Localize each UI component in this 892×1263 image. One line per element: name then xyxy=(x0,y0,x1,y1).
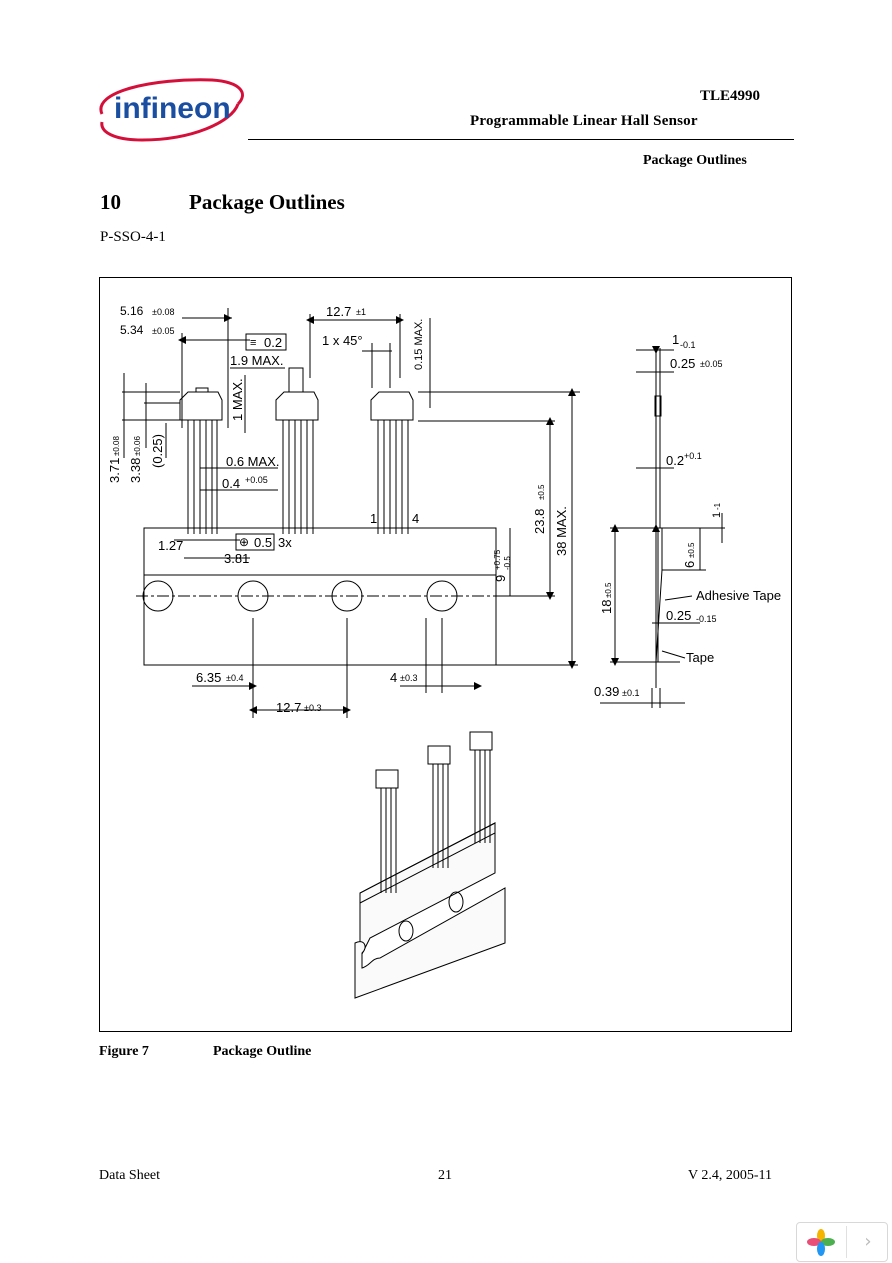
chevron-right-icon[interactable]: › xyxy=(864,1231,872,1252)
svg-text:±1: ±1 xyxy=(356,307,366,317)
svg-text:±0.08: ±0.08 xyxy=(112,435,121,456)
section-number: 10 xyxy=(100,190,121,214)
figure-label: Figure 7 xyxy=(99,1044,149,1059)
svg-text:1.27: 1.27 xyxy=(158,538,183,553)
svg-text:±0.5: ±0.5 xyxy=(687,542,696,558)
svg-text:6: 6 xyxy=(682,561,697,568)
running-section-label: Package Outlines xyxy=(643,153,747,168)
svg-text:±0.4: ±0.4 xyxy=(226,673,243,683)
section-title: Package Outlines xyxy=(189,190,345,214)
infineon-logo: infineon xyxy=(99,78,244,142)
svg-text:±0.08: ±0.08 xyxy=(152,307,174,317)
package-name: P-SSO-4-1 xyxy=(100,229,166,245)
svg-text:±0.3: ±0.3 xyxy=(400,673,417,683)
svg-text:1: 1 xyxy=(370,511,377,526)
svg-text:12.7: 12.7 xyxy=(276,700,301,715)
svg-text:+0.75: +0.75 xyxy=(493,549,502,570)
svg-text:6.35: 6.35 xyxy=(196,670,221,685)
flower-icon xyxy=(807,1229,835,1256)
footer-version: V 2.4, 2005-11 xyxy=(688,1168,772,1183)
svg-text:0.4: 0.4 xyxy=(222,476,240,491)
svg-text:0.5: 0.5 xyxy=(254,535,272,550)
svg-text:23.8: 23.8 xyxy=(532,509,547,534)
svg-text:5.16: 5.16 xyxy=(120,304,144,318)
svg-text:±0.3: ±0.3 xyxy=(304,703,321,713)
figure-title: Package Outline xyxy=(213,1044,312,1059)
svg-text:0.25: 0.25 xyxy=(666,608,691,623)
svg-text:-0.5: -0.5 xyxy=(503,556,512,570)
svg-text:38 MAX.: 38 MAX. xyxy=(554,506,569,556)
footer-doc-type: Data Sheet xyxy=(99,1168,161,1183)
svg-text:±0.06: ±0.06 xyxy=(133,435,142,456)
page-number: 21 xyxy=(438,1168,452,1183)
svg-text:±0.05: ±0.05 xyxy=(152,326,174,336)
package-outline-figure: 5.16 ±0.08 5.34 ±0.05 ≡ 0.2 12.7 ±1 1 x … xyxy=(99,277,792,1032)
svg-text:0.25: 0.25 xyxy=(670,356,695,371)
svg-text:0.2: 0.2 xyxy=(264,335,282,350)
svg-text:1 MAX.: 1 MAX. xyxy=(230,378,245,421)
svg-text:3.81: 3.81 xyxy=(224,551,249,566)
svg-text:5.34: 5.34 xyxy=(120,323,144,337)
svg-text:4: 4 xyxy=(412,511,419,526)
doc-subtitle: Programmable Linear Hall Sensor xyxy=(470,113,698,129)
svg-text:±0.1: ±0.1 xyxy=(622,688,639,698)
svg-text:+0.1: +0.1 xyxy=(684,451,702,461)
svg-text:0.15 MAX.: 0.15 MAX. xyxy=(413,319,425,370)
svg-text:4: 4 xyxy=(390,670,397,685)
svg-text:±0.5: ±0.5 xyxy=(537,484,546,500)
svg-text:0.6 MAX.: 0.6 MAX. xyxy=(226,454,279,469)
svg-text:3x: 3x xyxy=(278,535,292,550)
header-rule xyxy=(248,139,794,140)
svg-text:-1: -1 xyxy=(713,502,722,510)
svg-text:±0.05: ±0.05 xyxy=(700,359,722,369)
svg-text:≡: ≡ xyxy=(250,337,256,349)
nav-divider xyxy=(846,1226,847,1258)
logo-text: infineon xyxy=(114,92,231,125)
svg-text:3.38: 3.38 xyxy=(128,458,143,483)
svg-text:9: 9 xyxy=(493,575,508,582)
svg-text:1 x 45°: 1 x 45° xyxy=(322,333,363,348)
svg-text:+0.05: +0.05 xyxy=(245,475,268,485)
svg-text:Tape: Tape xyxy=(686,650,714,665)
package-outline-drawing: 5.16 ±0.08 5.34 ±0.05 ≡ 0.2 12.7 ±1 1 x … xyxy=(107,304,781,999)
svg-text:Adhesive Tape: Adhesive Tape xyxy=(696,588,781,603)
product-name: TLE4990 xyxy=(700,88,761,104)
svg-text:-0.1: -0.1 xyxy=(680,340,696,350)
svg-text:-0.15: -0.15 xyxy=(696,614,717,624)
svg-text:0.39: 0.39 xyxy=(594,684,619,699)
svg-text:±0.5: ±0.5 xyxy=(604,582,613,598)
svg-text:18: 18 xyxy=(599,600,614,614)
svg-text:3.71: 3.71 xyxy=(107,458,122,483)
svg-text:1.9 MAX.: 1.9 MAX. xyxy=(230,353,283,368)
svg-text:1: 1 xyxy=(711,512,723,518)
svg-text:(0.25): (0.25) xyxy=(150,434,165,468)
svg-text:12.7: 12.7 xyxy=(326,304,351,319)
svg-text:⊕: ⊕ xyxy=(239,535,249,549)
svg-text:1: 1 xyxy=(672,332,679,347)
svg-text:0.2: 0.2 xyxy=(666,453,684,468)
